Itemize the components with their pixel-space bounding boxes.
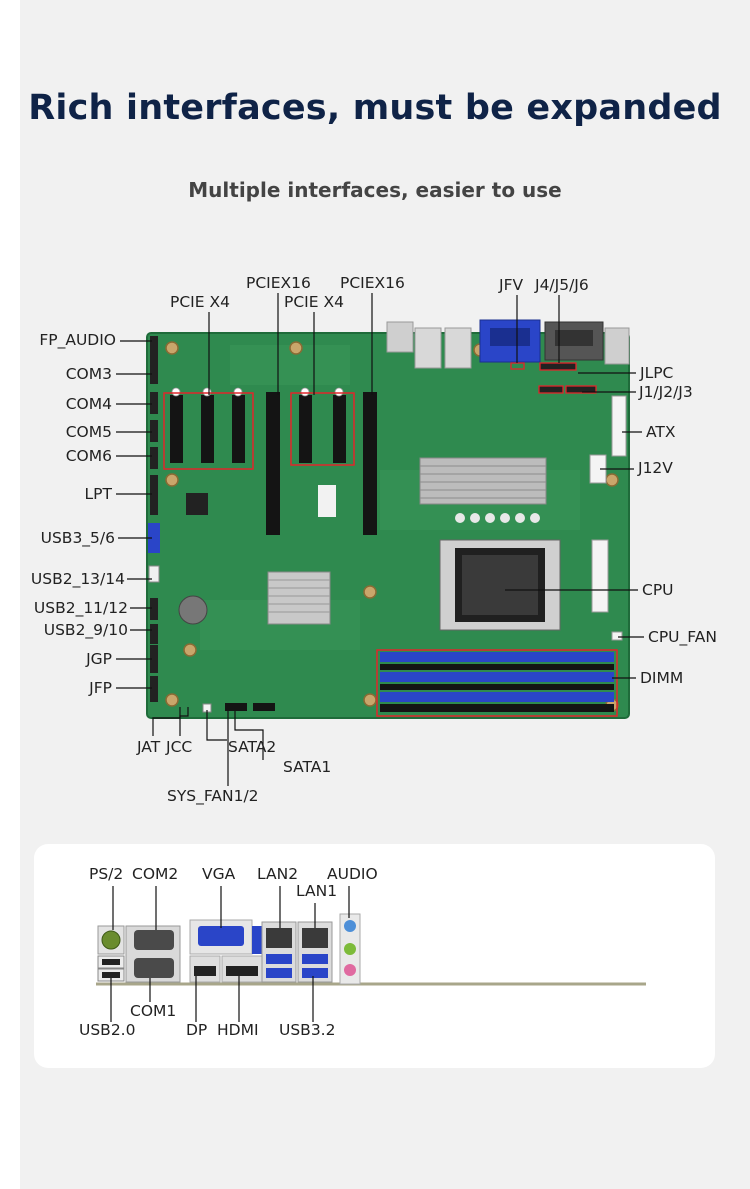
label-jfv: JFV bbox=[499, 276, 524, 294]
atx-connector bbox=[611, 395, 627, 457]
label-usb2-11-12: USB2_11/12 bbox=[33, 599, 128, 617]
io-label-vga: VGA bbox=[202, 865, 236, 883]
label-jcc: JCC bbox=[166, 738, 193, 756]
label-sys-fan: SYS_FAN1/2 bbox=[167, 787, 259, 805]
label-jgp: JGP bbox=[86, 650, 112, 668]
ps2-port bbox=[101, 930, 121, 950]
io-label-hdmi: HDMI bbox=[217, 1021, 259, 1039]
dp-port bbox=[194, 966, 216, 976]
com1-port bbox=[134, 958, 174, 978]
io-label-usb2: USB2.0 bbox=[79, 1021, 136, 1039]
pcie-x16-slot-1 bbox=[266, 392, 280, 535]
chipset-heatsink bbox=[267, 571, 331, 625]
label-dimm: DIMM bbox=[640, 669, 684, 687]
label-cpu: CPU bbox=[642, 581, 674, 599]
cmos-battery bbox=[178, 595, 208, 625]
label-usb2-9-10: USB2_9/10 bbox=[43, 621, 128, 639]
label-lpt: LPT bbox=[84, 485, 112, 503]
page-subtitle: Multiple interfaces, easier to use bbox=[188, 178, 562, 202]
lan2-port bbox=[266, 928, 292, 948]
io-leader-lines bbox=[110, 886, 350, 1022]
label-usb3-5-6: USB3_5/6 bbox=[40, 529, 115, 547]
label-com3: COM3 bbox=[65, 365, 112, 383]
label-atx: ATX bbox=[646, 423, 676, 441]
label-sata1: SATA1 bbox=[283, 758, 332, 776]
dimm-slots bbox=[376, 649, 618, 717]
label-j12v: J12V bbox=[638, 459, 673, 477]
io-label-dp: DP bbox=[186, 1021, 208, 1039]
audio-line-out bbox=[344, 943, 356, 955]
io-label-ps2: PS/2 bbox=[89, 865, 124, 883]
label-com6: COM6 bbox=[65, 447, 112, 465]
vga-port bbox=[198, 926, 244, 946]
leader-lines bbox=[116, 293, 644, 786]
com2-port bbox=[134, 930, 174, 950]
io-label-com1: COM1 bbox=[130, 1002, 177, 1020]
label-pciex16-left: PCIEX16 bbox=[246, 274, 311, 292]
label-sata2: SATA2 bbox=[228, 738, 277, 756]
io-label-lan1: LAN1 bbox=[296, 882, 338, 900]
pcie-x16-slot-2 bbox=[363, 392, 377, 535]
label-usb2-13-14: USB2_13/14 bbox=[30, 570, 125, 588]
label-com5: COM5 bbox=[65, 423, 112, 441]
label-pcie-x4-right: PCIE X4 bbox=[284, 293, 344, 311]
label-pciex16-right: PCIEX16 bbox=[340, 274, 405, 292]
hdmi-port bbox=[226, 966, 258, 976]
label-j4-j5-j6: J4/J5/J6 bbox=[535, 276, 589, 294]
label-jfp: JFP bbox=[89, 679, 112, 697]
label-j1-j2-j3: J1/J2/J3 bbox=[639, 383, 693, 401]
label-com4: COM4 bbox=[65, 395, 112, 413]
lan1-port bbox=[302, 928, 328, 948]
label-jat: JAT bbox=[137, 738, 161, 756]
io-label-lan2: LAN2 bbox=[257, 865, 299, 883]
io-label-com2: COM2 bbox=[132, 865, 179, 883]
pcie-x4-slots bbox=[170, 395, 346, 463]
io-label-usb32: USB3.2 bbox=[279, 1021, 336, 1039]
label-cpu-fan: CPU_FAN bbox=[648, 628, 717, 646]
audio-mic bbox=[344, 964, 356, 976]
audio-line-in bbox=[344, 920, 356, 932]
io-label-audio: AUDIO bbox=[327, 865, 378, 883]
page-title: Rich interfaces, must be expanded bbox=[28, 88, 722, 128]
label-fp-audio: FP_AUDIO bbox=[39, 331, 116, 349]
label-pcie-x4-left: PCIE X4 bbox=[170, 293, 230, 311]
label-jlpc: JLPC bbox=[640, 364, 674, 382]
